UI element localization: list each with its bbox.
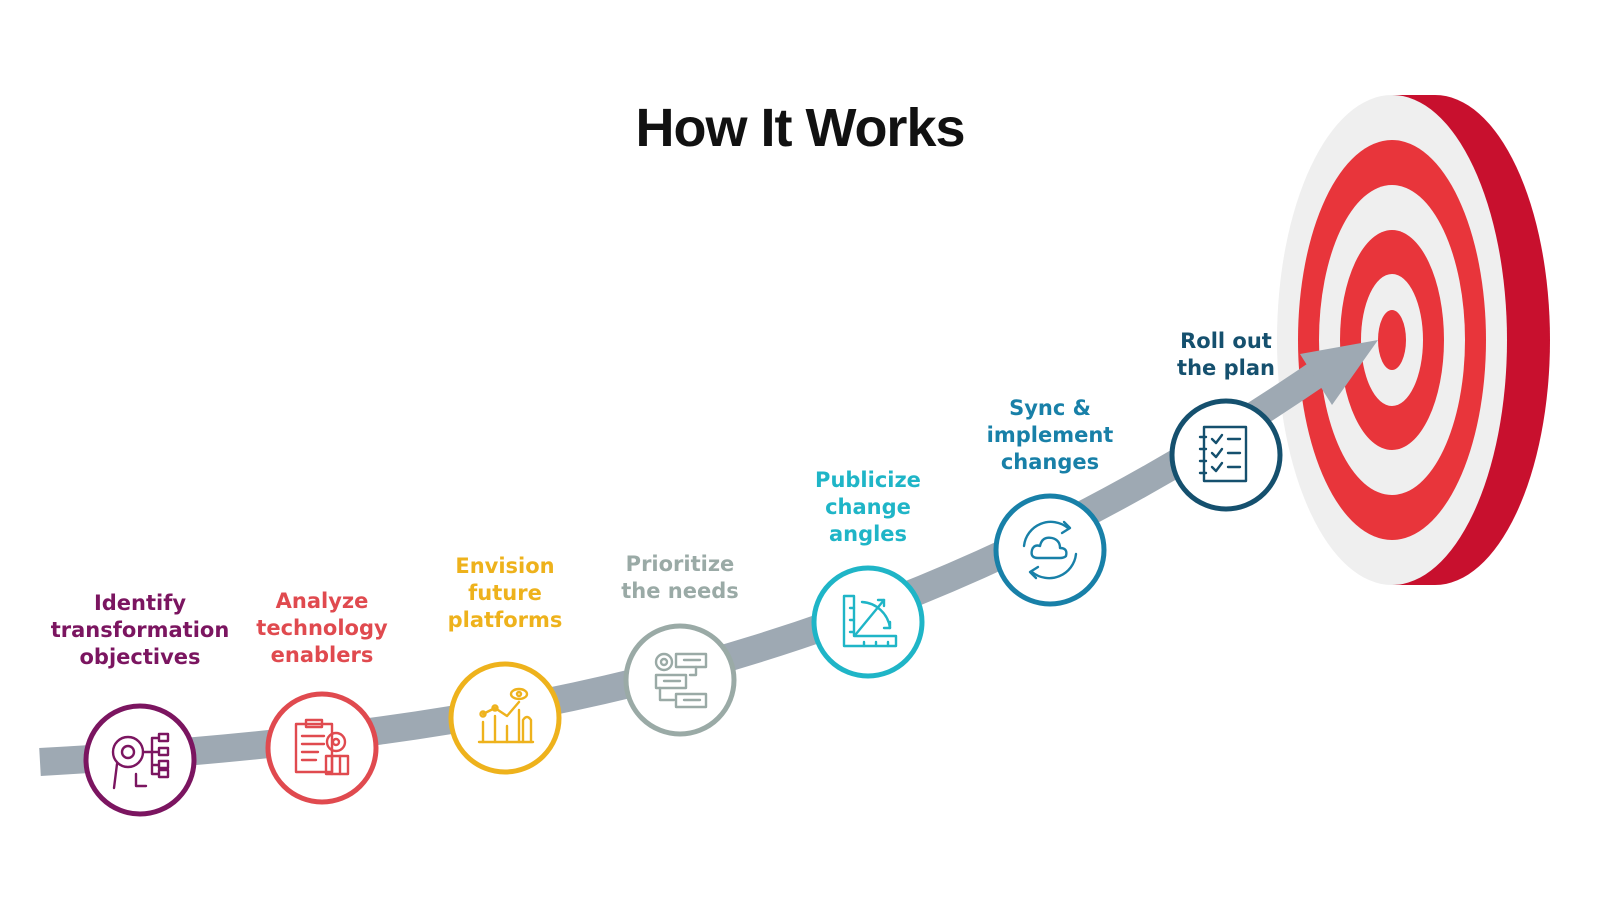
step-5-label: Publicize change angles [758, 467, 978, 548]
step-5-node [811, 565, 925, 679]
step-label-line: transformation [50, 618, 230, 642]
arrow-head [1300, 340, 1378, 405]
step-label-line: the needs [621, 579, 739, 603]
step-label-line: platforms [447, 608, 563, 632]
step-3-circle [448, 661, 562, 775]
step-label-line: implement [986, 423, 1114, 447]
step-3-node [448, 661, 562, 775]
step-1-label: Identify transformation objectives [30, 590, 250, 671]
step-3-label: Envision future platforms [395, 553, 615, 634]
step-label-line: enablers [270, 643, 374, 667]
step-2-label: Analyze technology enablers [212, 588, 432, 669]
step-7-circle [1169, 398, 1283, 512]
step-6-node [993, 493, 1107, 607]
step-6-circle [993, 493, 1107, 607]
step-label-line: technology [256, 616, 388, 640]
page-title: How It Works [635, 98, 965, 158]
step-2-circle [265, 691, 379, 805]
step-4-node [623, 623, 737, 737]
step-label-line: Prioritize [625, 552, 735, 576]
step-7-node [1169, 398, 1283, 512]
checklist-icon [1198, 425, 1248, 483]
step-label-line: Publicize [815, 468, 921, 492]
step-7-label: Roll out the plan [1116, 328, 1336, 382]
vision-growth-icon [477, 687, 535, 744]
step-label-line: Analyze [275, 589, 369, 613]
step-label-line: future [468, 581, 542, 605]
step-4-label: Prioritize the needs [570, 551, 790, 605]
step-label-line: Envision [455, 554, 555, 578]
step-label-line: objectives [79, 645, 201, 669]
target-icon [1277, 95, 1550, 585]
step-label-line: Identify [93, 591, 187, 615]
step-label-line: angles [828, 522, 908, 546]
step-label-line: Sync & [1009, 396, 1091, 420]
step-5-circle [811, 565, 925, 679]
strategy-map-icon [111, 732, 170, 790]
step-label-line: changes [1000, 450, 1100, 474]
angle-ruler-icon [842, 594, 898, 648]
step-6-label: Sync & implement changes [940, 395, 1160, 476]
priority-list-icon [654, 652, 708, 709]
step-label-line: Roll out [1180, 329, 1272, 353]
target-bullseye [1378, 310, 1406, 370]
step-1-node [83, 703, 197, 817]
step-2-node [265, 691, 379, 805]
clipboard-analysis-icon [294, 718, 350, 776]
step-label-line: the plan [1177, 356, 1275, 380]
cloud-sync-icon [1022, 520, 1078, 580]
step-label-line: change [825, 495, 911, 519]
